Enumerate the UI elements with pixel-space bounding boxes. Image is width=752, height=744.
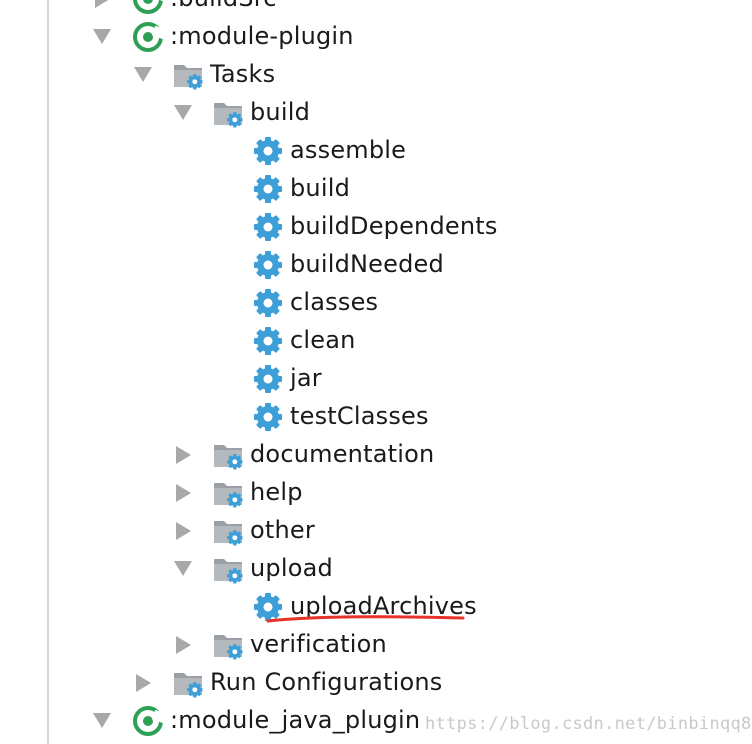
tree-node-label: help: [250, 478, 303, 506]
editor-gutter: [0, 0, 49, 744]
tree-node-label: Tasks: [210, 60, 276, 88]
task-folder-icon: [212, 515, 244, 547]
chevron-down-icon[interactable]: [93, 713, 111, 728]
chevron-down-icon[interactable]: [174, 561, 192, 576]
tree-node-module-java-plugin[interactable]: :module_java_plugin: [0, 702, 752, 740]
task-item-classes[interactable]: classes: [0, 284, 752, 322]
gradle-module-icon: [133, 706, 164, 736]
tree-node-label: verification: [250, 630, 387, 658]
tree-node-buildsrc[interactable]: :buildSrc: [0, 0, 752, 18]
task-label: build: [290, 174, 351, 202]
task-label: buildDependents: [290, 212, 498, 240]
tree-node-label: build: [250, 98, 311, 126]
task-label: classes: [290, 288, 379, 316]
gear-icon: [254, 327, 282, 355]
gear-icon: [254, 365, 282, 393]
gear-icon: [254, 213, 282, 241]
tree-node-label: documentation: [250, 440, 435, 468]
task-item-clean[interactable]: clean: [0, 322, 752, 360]
tree-node-other[interactable]: other: [0, 512, 752, 550]
chevron-right-icon[interactable]: [95, 0, 110, 8]
task-item-builddependents[interactable]: buildDependents: [0, 208, 752, 246]
chevron-right-icon[interactable]: [176, 636, 191, 654]
gradle-module-icon: [133, 0, 164, 14]
task-label: jar: [290, 364, 322, 392]
gear-icon: [254, 403, 282, 431]
task-label: clean: [290, 326, 356, 354]
gear-icon: [254, 137, 282, 165]
chevron-down-icon[interactable]: [134, 67, 152, 82]
tree-node-label: :module_java_plugin: [170, 706, 421, 734]
tree-node-label: :buildSrc: [170, 0, 277, 13]
task-folder-icon: [172, 59, 204, 91]
tree-node-label: :module-plugin: [170, 22, 354, 50]
tree-node-verification[interactable]: verification: [0, 626, 752, 664]
tree-node-tasks[interactable]: Tasks: [0, 56, 752, 94]
gear-icon: [254, 251, 282, 279]
chevron-right-icon[interactable]: [176, 446, 191, 464]
task-item-testclasses[interactable]: testClasses: [0, 398, 752, 436]
gear-icon: [254, 175, 282, 203]
task-folder-icon: [212, 97, 244, 129]
chevron-right-icon[interactable]: [176, 522, 191, 540]
tree-node-label: upload: [250, 554, 333, 582]
task-folder-icon: [212, 553, 244, 585]
red-annotation-underline: [266, 615, 465, 623]
tree-node-upload[interactable]: upload: [0, 550, 752, 588]
chevron-down-icon[interactable]: [174, 105, 192, 120]
task-folder-icon: [212, 439, 244, 471]
tree-node-run-configurations[interactable]: Run Configurations: [0, 664, 752, 702]
task-item-assemble[interactable]: assemble: [0, 132, 752, 170]
chevron-right-icon[interactable]: [136, 674, 151, 692]
task-label: assemble: [290, 136, 407, 164]
tree-node-documentation[interactable]: documentation: [0, 436, 752, 474]
task-label: testClasses: [290, 402, 429, 430]
gear-icon: [254, 289, 282, 317]
tree-node-label: Run Configurations: [210, 668, 443, 696]
tree-node-build-group[interactable]: build: [0, 94, 752, 132]
gradle-module-icon: [133, 22, 164, 52]
task-item-build[interactable]: build: [0, 170, 752, 208]
task-item-buildneeded[interactable]: buildNeeded: [0, 246, 752, 284]
task-folder-icon: [212, 629, 244, 661]
tree-node-help[interactable]: help: [0, 474, 752, 512]
tree-node-module-plugin[interactable]: :module-plugin: [0, 18, 752, 56]
task-folder-icon: [172, 667, 204, 699]
task-folder-icon: [212, 477, 244, 509]
task-item-jar[interactable]: jar: [0, 360, 752, 398]
watermark: https://blog.csdn.net/binbinqq86: [425, 714, 752, 734]
task-label: buildNeeded: [290, 250, 444, 278]
chevron-down-icon[interactable]: [93, 29, 111, 44]
tree-node-label: other: [250, 516, 315, 544]
chevron-right-icon[interactable]: [176, 484, 191, 502]
